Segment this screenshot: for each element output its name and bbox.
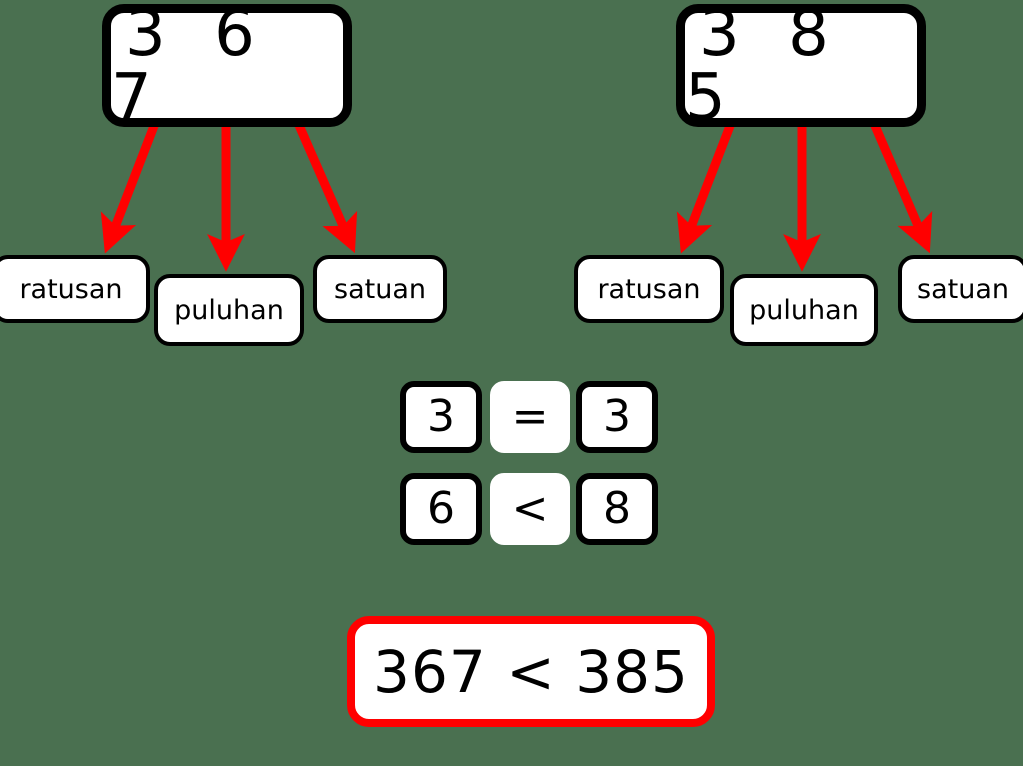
compare-row-1-operator: < xyxy=(511,483,549,534)
right-place-label-tens: puluhan xyxy=(749,294,859,326)
left-place-label-hundreds: ratusan xyxy=(19,273,123,305)
compare-row-0-left-digit-box: 3 xyxy=(400,381,482,453)
compare-row-0-operator: = xyxy=(511,391,549,442)
compare-row-1-right-digit: 8 xyxy=(603,483,631,534)
conclusion-box: 367 < 385 xyxy=(347,616,715,727)
left-number-value: 3 6 7 xyxy=(111,0,269,135)
right-place-box-hundreds: ratusan xyxy=(574,255,724,323)
right-place-label-hundreds: ratusan xyxy=(597,273,701,305)
left-place-box-hundreds: ratusan xyxy=(0,255,150,323)
right-number-box: 3 8 5 xyxy=(676,0,926,135)
conclusion-text: 367 < 385 xyxy=(373,637,689,706)
compare-row-0-operator-box: = xyxy=(490,381,570,453)
right-place-box-tens: puluhan xyxy=(730,274,878,346)
compare-row-0-left-digit: 3 xyxy=(427,391,455,442)
left-place-box-ones: satuan xyxy=(313,255,447,323)
compare-row-1-left-digit-box: 6 xyxy=(400,473,482,545)
compare-row-0-right-digit: 3 xyxy=(603,391,631,442)
compare-row-1-left-digit: 6 xyxy=(427,483,455,534)
left-place-label-ones: satuan xyxy=(334,273,426,305)
compare-row-1-operator-box: < xyxy=(490,473,570,545)
compare-row-0-right-digit-box: 3 xyxy=(576,381,658,453)
left-number-box: 3 6 7 xyxy=(102,0,352,135)
right-place-box-ones: satuan xyxy=(898,255,1023,323)
compare-row-1-right-digit-box: 8 xyxy=(576,473,658,545)
right-place-label-ones: satuan xyxy=(917,273,1009,305)
left-place-box-tens: puluhan xyxy=(154,274,304,346)
left-place-label-tens: puluhan xyxy=(174,294,284,326)
right-number-value: 3 8 5 xyxy=(685,0,843,135)
